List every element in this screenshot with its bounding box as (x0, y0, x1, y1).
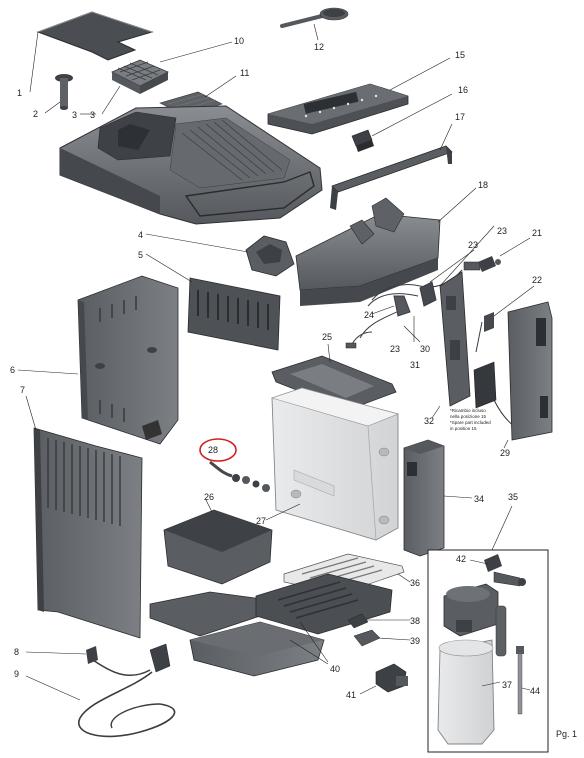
callout-36: 36 (410, 578, 420, 588)
part-1-top-lid (29, 11, 154, 93)
callout-28: 28 (208, 445, 218, 455)
callout-1: 1 (17, 88, 22, 98)
callout-23b: 23 (468, 240, 478, 250)
part-4-front-bracket (145, 233, 295, 277)
callout-4: 4 (138, 230, 143, 240)
callout-22: 22 (532, 275, 542, 285)
part-42-connector (469, 554, 526, 587)
callout-3b: 3 (90, 110, 95, 120)
spare-part-note: *Ricambio incluso nella posizione 15 *Sp… (450, 408, 491, 431)
part-10-grid-insert (111, 41, 233, 94)
callout-35: 35 (508, 492, 518, 502)
callout-26: 26 (204, 492, 214, 502)
callout-8: 8 (14, 647, 19, 657)
callout-29: 29 (500, 448, 510, 458)
part-25-tank-lid (271, 343, 397, 411)
callout-24: 24 (364, 310, 374, 320)
part-22-pump (473, 285, 535, 427)
part-41-spout (359, 663, 408, 695)
page-number: Pg. 1 (556, 729, 577, 739)
callout-39: 39 (410, 636, 420, 646)
part-21-connector (478, 237, 531, 272)
part-3-main-top-cover (59, 85, 323, 225)
callout-12: 12 (314, 42, 324, 52)
callout-6: 6 (10, 365, 15, 375)
callout-16: 16 (458, 85, 468, 95)
part-34-front-column (403, 439, 473, 557)
callout-40: 40 (330, 664, 340, 674)
callout-37: 37 (502, 680, 512, 690)
callout-38: 38 (410, 616, 420, 626)
part-6-left-side-panel (17, 275, 179, 445)
callout-5: 5 (138, 250, 143, 260)
part-2-knob (44, 74, 73, 114)
callout-3a: 3 (72, 110, 77, 120)
callout-27: 27 (256, 516, 266, 526)
part-5-back-panel (145, 253, 281, 351)
callout-31: 31 (410, 360, 420, 370)
callout-25: 25 (322, 332, 332, 342)
note-line-2: nella posizione 15 (450, 414, 487, 419)
part-26-drip-bin (163, 499, 273, 585)
callout-9: 9 (14, 669, 19, 679)
part-9-power-cord (25, 643, 176, 738)
callout-17: 17 (455, 112, 465, 122)
part-38-clip (347, 613, 410, 629)
callout-11: 11 (240, 68, 249, 78)
part-17-rail (330, 123, 453, 210)
part-7-side-panel (25, 395, 143, 639)
callout-32: 32 (424, 416, 434, 426)
callout-41: 41 (346, 690, 356, 700)
callout-23c: 23 (390, 344, 400, 354)
milk-jug-inset (427, 505, 549, 753)
callout-2: 2 (33, 109, 38, 119)
callout-labels: 1 2 3 3 4 5 6 7 8 9 10 11 12 15 16 17 18… (10, 36, 542, 700)
callout-18: 18 (478, 180, 488, 190)
callout-34: 34 (474, 494, 484, 504)
part-16-clip (351, 93, 453, 152)
part-39-clip (353, 629, 411, 647)
callout-15: 15 (455, 50, 465, 60)
callout-21: 21 (532, 228, 542, 238)
note-line-1: *Ricambio incluso (450, 408, 486, 413)
note-line-3: *Spare part included (450, 420, 491, 425)
part-28-valve-assembly (199, 438, 270, 492)
note-line-4: in position 15 (450, 426, 477, 431)
callout-42: 42 (456, 554, 466, 564)
part-12-scoop (280, 7, 349, 41)
part-15-control-panel (267, 57, 451, 135)
part-32-circuit-board (431, 261, 481, 419)
part-29-right-door (503, 301, 553, 449)
callout-23a: 23 (497, 226, 507, 236)
callout-44: 44 (530, 686, 540, 696)
highlight-circle (199, 438, 237, 462)
part-18-front-frame (295, 187, 477, 306)
callout-30: 30 (420, 344, 430, 354)
callout-7: 7 (20, 385, 25, 395)
part-8-cord-clip (25, 646, 98, 664)
callout-10: 10 (234, 36, 244, 46)
part-27-water-tank (265, 387, 399, 541)
